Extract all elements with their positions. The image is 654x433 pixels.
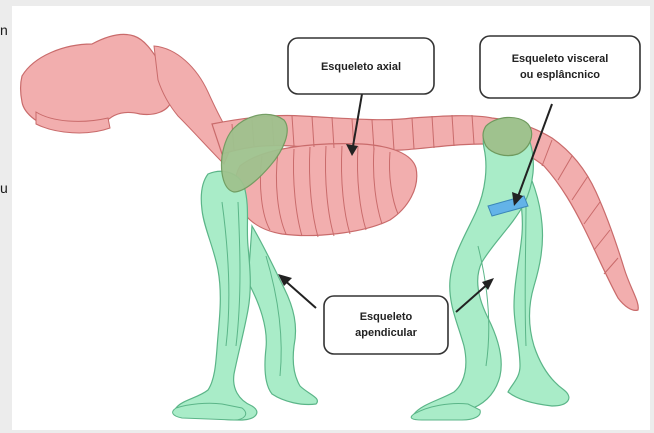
side-text-top: n: [0, 22, 8, 38]
callout-apendicular: Esqueleto apendicular: [324, 296, 448, 354]
front-leg-far: [248, 226, 317, 405]
callout-visceral: Esqueleto visceral ou esplâncnico: [480, 36, 640, 98]
label-axial: Esqueleto axial: [321, 61, 401, 73]
label-visceral-line2: ou esplâncnico: [520, 69, 600, 81]
front-leg-near: [176, 171, 257, 420]
label-apendicular-line1: Esqueleto: [360, 311, 413, 323]
hind-leg-near: [414, 124, 533, 416]
label-visceral-line1: Esqueleto visceral: [512, 53, 609, 65]
pelvis: [483, 117, 532, 155]
label-apendicular-line2: apendicular: [355, 327, 417, 339]
side-text-middle: u: [0, 180, 8, 196]
hind-paw: [411, 403, 480, 420]
skeleton-figure: Esqueleto axial Esqueleto visceral ou es…: [12, 6, 650, 430]
callout-axial: Esqueleto axial: [288, 38, 434, 94]
skeleton-diagram: Esqueleto axial Esqueleto visceral ou es…: [12, 6, 650, 430]
